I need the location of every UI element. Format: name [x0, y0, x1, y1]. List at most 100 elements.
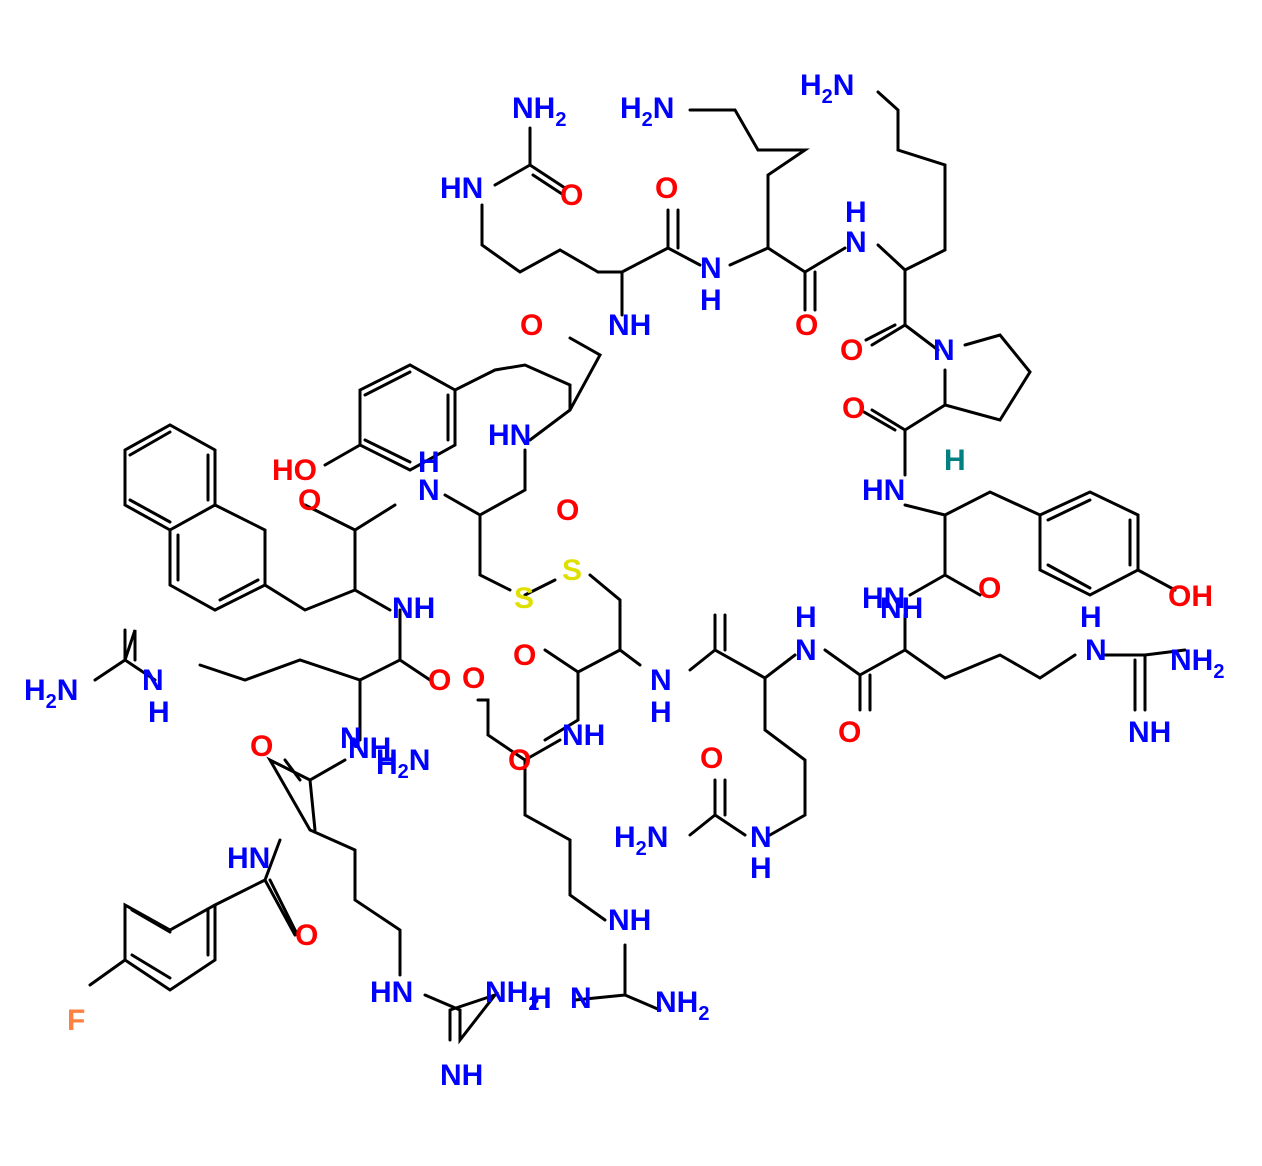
atom-label-o: O: [513, 639, 536, 672]
atom-label-n: HN: [370, 976, 413, 1009]
atom-symbol: N: [1085, 634, 1107, 667]
atom-symbol: HN: [227, 842, 270, 875]
atom-subscript: 2: [1213, 661, 1224, 683]
atom-symbol: H: [750, 852, 772, 885]
atom-label-o: OH: [1168, 580, 1213, 613]
atom-label-o: O: [298, 484, 321, 517]
atom-symbol: O: [513, 639, 536, 672]
atom-symbol: NH: [392, 592, 435, 625]
atom-label-o: O: [838, 716, 861, 749]
atom-symbol: H: [376, 748, 398, 781]
atom-label-n: H: [530, 982, 552, 1015]
atom-label-n: H: [376, 748, 398, 781]
atom-symbol: O: [795, 309, 818, 342]
atom-label-n: N: [845, 226, 867, 259]
atom-symbol: O: [842, 392, 865, 425]
atom-label-n: NH: [392, 592, 435, 625]
atom-symbol: N: [795, 634, 817, 667]
atom-symbol: H: [800, 69, 822, 102]
atom-symbol: NH: [562, 719, 605, 752]
atom-symbol: HN: [862, 582, 905, 615]
atom-label-n: N: [933, 334, 955, 367]
atom-symbol: HN: [440, 172, 483, 205]
atom-label-n: HN: [440, 172, 483, 205]
atom-symbol: O: [840, 334, 863, 367]
atom-symbol: F: [67, 1004, 85, 1037]
atom-symbol: N: [340, 722, 362, 755]
atom-symbol: N: [650, 664, 672, 697]
atom-subscript: 2: [46, 691, 57, 713]
atom-symbol: H: [845, 196, 867, 229]
atom-subscript: 2: [398, 761, 409, 783]
atom-symbol: O: [428, 664, 451, 697]
atom-symbol: N: [570, 982, 592, 1015]
atom-label-o: O: [520, 309, 543, 342]
atom-label-n: H2N: [620, 92, 674, 131]
atom-symbol: HN: [862, 474, 905, 507]
atom-label-o: O: [655, 172, 678, 205]
atom-symbol: H: [944, 444, 966, 477]
atom-symbol: NH: [512, 92, 555, 125]
atom-symbol-tail: N: [653, 92, 675, 125]
atom-symbol: O: [700, 742, 723, 775]
atom-symbol-tail: N: [833, 69, 855, 102]
atom-label-n: H: [148, 696, 170, 729]
atom-label-n: NH: [608, 904, 651, 937]
atom-symbol: N: [700, 252, 722, 285]
atom-label-n: NH2: [512, 92, 566, 131]
atom-label-n: NH2: [655, 986, 709, 1025]
atom-label-o: O: [795, 309, 818, 342]
atom-symbol-tail: N: [409, 744, 431, 777]
atom-symbol: O: [250, 730, 273, 763]
atom-label-n: NH2: [485, 976, 539, 1015]
atom-label-n: HN: [862, 582, 905, 615]
atom-label-n: H: [795, 601, 817, 634]
atom-symbol: O: [298, 484, 321, 517]
atom-symbol: H: [700, 284, 722, 317]
atom-label-n: H2N: [800, 69, 854, 108]
atom-label-n: NH: [562, 719, 605, 752]
atom-subscript: 2: [555, 109, 566, 131]
atom-subscript: 2: [642, 109, 653, 131]
bond-layer: [88, 90, 1187, 1045]
atom-label-n: NH: [880, 592, 923, 625]
atom-subscript: 2: [698, 1003, 709, 1025]
atom-symbol: H: [418, 446, 440, 479]
atom-label-n: H2N: [376, 744, 430, 783]
atom-symbol: H: [614, 821, 636, 854]
atom-symbol: NH: [1170, 644, 1213, 677]
atom-label-n: HN: [227, 842, 270, 875]
atom-label-n: H: [750, 852, 772, 885]
atom-label-n: N: [795, 634, 817, 667]
atom-symbol: O: [978, 572, 1001, 605]
atom-symbol: O: [655, 172, 678, 205]
atom-symbol: OH: [1168, 580, 1213, 613]
atom-subscript: 2: [636, 838, 647, 860]
atom-symbol: H: [24, 674, 46, 707]
atom-label-n: N: [700, 252, 722, 285]
atom-symbol: NH: [655, 986, 698, 1019]
atom-label-o: O: [842, 392, 865, 425]
atom-label-n: N: [418, 474, 440, 507]
atom-label-s: S: [562, 554, 582, 587]
atom-symbol: O: [295, 919, 318, 952]
atom-label-n: NH: [348, 732, 391, 765]
atom-label-o: O: [428, 664, 451, 697]
atom-symbol: H: [795, 601, 817, 634]
atom-label-o: O: [556, 494, 579, 527]
atom-label-n: N: [1085, 634, 1107, 667]
atom-label-n: NH: [440, 1059, 483, 1092]
atom-symbol: O: [560, 179, 583, 212]
atom-label-n: H: [650, 696, 672, 729]
atom-symbol: S: [562, 554, 582, 587]
atom-symbol: H: [530, 982, 552, 1015]
atom-symbol: H: [620, 92, 642, 125]
atom-label-n: H: [700, 284, 722, 317]
atom-subscript: 2: [528, 993, 539, 1015]
atom-symbol: N: [750, 821, 772, 854]
atom-label-n: H: [1080, 601, 1102, 634]
atom-symbol: HO: [272, 454, 317, 487]
atom-symbol: NH: [608, 309, 651, 342]
atom-label-n: HN: [488, 419, 531, 452]
